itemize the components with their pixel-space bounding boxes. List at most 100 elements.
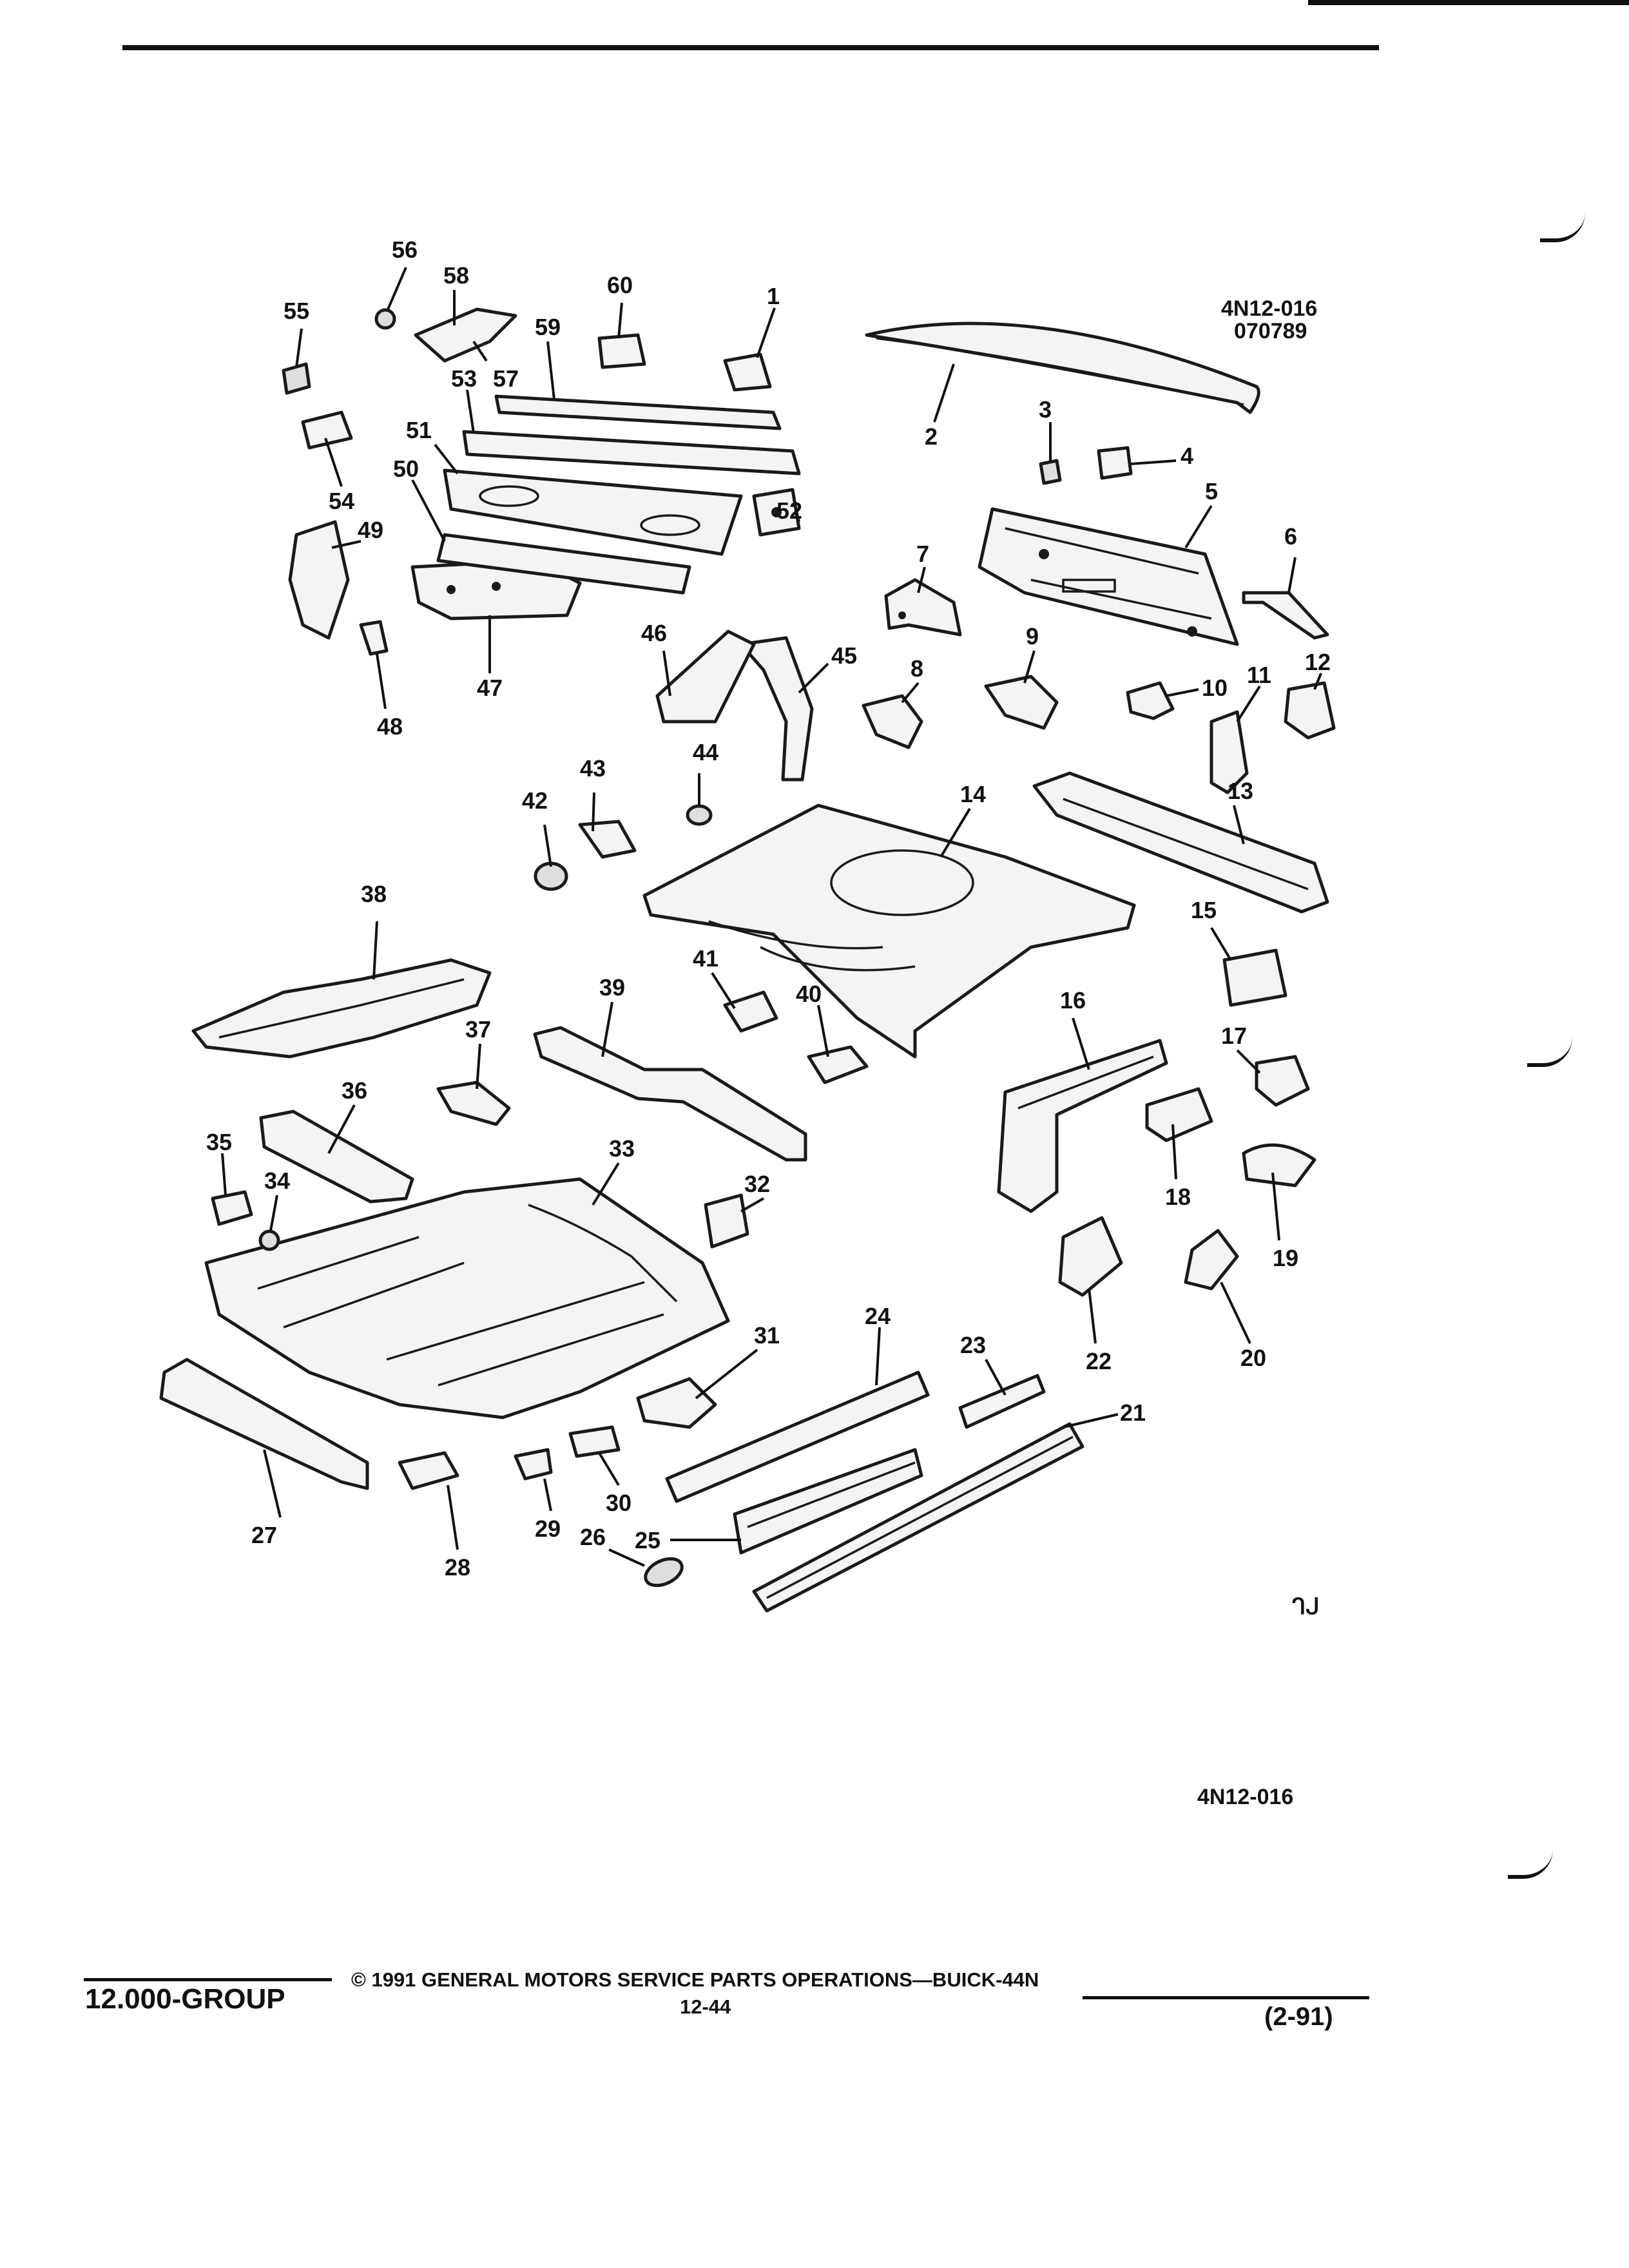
- callout-44: 44: [693, 739, 718, 765]
- part-28-bracket: [398, 1451, 459, 1490]
- callout-7: 7: [916, 541, 929, 567]
- part-55-bolt: [282, 362, 311, 395]
- part-20-bracket: [1184, 1229, 1239, 1291]
- part-5-rear-end-panel: [978, 507, 1239, 646]
- callout-18: 18: [1165, 1184, 1191, 1210]
- part-7-bracket: [884, 578, 962, 637]
- part-4-pad: [1097, 446, 1133, 480]
- callout-24: 24: [865, 1303, 891, 1329]
- part-29-bracket: [514, 1448, 553, 1481]
- part-32-bracket: [704, 1193, 749, 1249]
- callout-9: 9: [1026, 623, 1039, 649]
- callout-34: 34: [264, 1168, 290, 1194]
- callout-27: 27: [251, 1522, 277, 1548]
- callout-22: 22: [1086, 1348, 1112, 1374]
- callout-36: 36: [342, 1077, 367, 1104]
- part-33-front-floor-pan: [204, 1177, 730, 1419]
- callout-8: 8: [911, 655, 923, 682]
- callout-58: 58: [443, 262, 469, 289]
- part-37-bracket: [436, 1081, 511, 1126]
- part-41-bracket: [723, 990, 778, 1033]
- callout-10: 10: [1202, 675, 1228, 701]
- callout-labels: 1 2 3 4 5 6 7 8 9 10 11 12 13 14 15 16 1…: [206, 236, 1331, 1581]
- top-rule: [122, 45, 1379, 50]
- part-59-strip: [494, 394, 782, 430]
- part-9-bracket: [984, 675, 1059, 730]
- part-51-shelf: [443, 468, 743, 556]
- callout-16: 16: [1060, 987, 1086, 1014]
- part-48-clip: [359, 620, 389, 656]
- part-60-pad: [597, 333, 646, 369]
- footer-page-number: 12-44: [680, 1995, 731, 2018]
- part-8-bracket: [862, 694, 923, 749]
- part-52-plate: [752, 488, 801, 537]
- part-21-rocker: [752, 1422, 1084, 1613]
- corner-mark: ᒉᒍ: [1292, 1595, 1320, 1619]
- callout-3: 3: [1039, 396, 1052, 423]
- part-22-bracket: [1058, 1216, 1123, 1297]
- part-44-plug: [686, 804, 713, 826]
- callout-60: 60: [607, 272, 633, 298]
- callout-53: 53: [451, 365, 477, 392]
- callout-6: 6: [1284, 523, 1297, 550]
- part-10-bracket: [1126, 681, 1175, 720]
- callout-40: 40: [796, 981, 822, 1007]
- part-45-brace: [739, 636, 814, 782]
- callout-12: 12: [1305, 649, 1331, 675]
- part-50-panel: [436, 533, 691, 595]
- footer-rule-right: [1083, 1996, 1369, 1999]
- callout-52: 52: [776, 497, 802, 524]
- footer-copyright: © 1991 GENERAL MOTORS SERVICE PARTS OPER…: [351, 1968, 1039, 1991]
- part-46-brace: [655, 629, 756, 724]
- part-12-bracket: [1284, 681, 1336, 740]
- callout-1: 1: [767, 283, 780, 309]
- callout-2: 2: [925, 423, 938, 450]
- callout-25: 25: [635, 1527, 660, 1553]
- part-27-crossmember: [159, 1358, 369, 1490]
- part-3-bolt: [1039, 459, 1062, 485]
- callout-49: 49: [358, 517, 383, 543]
- part-15-bracket: [1222, 948, 1287, 1007]
- binder-mark: [1508, 1849, 1553, 1879]
- callout-38: 38: [361, 881, 387, 907]
- part-24-sill: [665, 1370, 930, 1503]
- callout-21: 21: [1120, 1399, 1146, 1426]
- callout-23: 23: [960, 1332, 986, 1358]
- callout-50: 50: [393, 456, 419, 482]
- part-2-rear-compartment-lid: [865, 322, 1260, 414]
- part-26-grommet: [644, 1557, 684, 1588]
- part-36-brace: [259, 1110, 414, 1204]
- part-18-bracket: [1145, 1087, 1213, 1142]
- diagram-ref-date: 070789: [1234, 319, 1307, 343]
- part-34-nut: [258, 1229, 280, 1251]
- part-38-tunnel: [191, 958, 492, 1059]
- callout-17: 17: [1221, 1023, 1247, 1049]
- callout-26: 26: [580, 1524, 606, 1550]
- callout-46: 46: [641, 620, 667, 646]
- diagram-ref-code-bottom: 4N12-016: [1197, 1785, 1293, 1809]
- part-17-bracket: [1255, 1055, 1310, 1107]
- binder-mark: [1527, 1037, 1572, 1067]
- top-rule-right: [1308, 0, 1629, 5]
- callout-45: 45: [831, 642, 857, 669]
- part-23-panel: [958, 1374, 1046, 1429]
- part-57-58-hinge: [414, 307, 517, 363]
- part-53-header: [462, 430, 801, 476]
- binder-mark: [1540, 213, 1585, 242]
- callout-59: 59: [535, 314, 561, 340]
- callout-31: 31: [754, 1322, 780, 1349]
- part-16-rail: [997, 1039, 1168, 1213]
- callout-55: 55: [284, 298, 309, 324]
- part-6-bracket: [1242, 591, 1329, 640]
- part-13-crossmember: [1032, 771, 1329, 914]
- part-31-bracket: [636, 1377, 717, 1429]
- callout-32: 32: [744, 1171, 770, 1197]
- callout-33: 33: [609, 1135, 635, 1162]
- callout-29: 29: [535, 1515, 561, 1542]
- footer-revision: (2-91): [1264, 2003, 1333, 2031]
- callout-30: 30: [606, 1490, 631, 1516]
- callout-41: 41: [693, 945, 718, 972]
- leader-lines: [221, 267, 1322, 1567]
- part-56-nut: [374, 308, 396, 330]
